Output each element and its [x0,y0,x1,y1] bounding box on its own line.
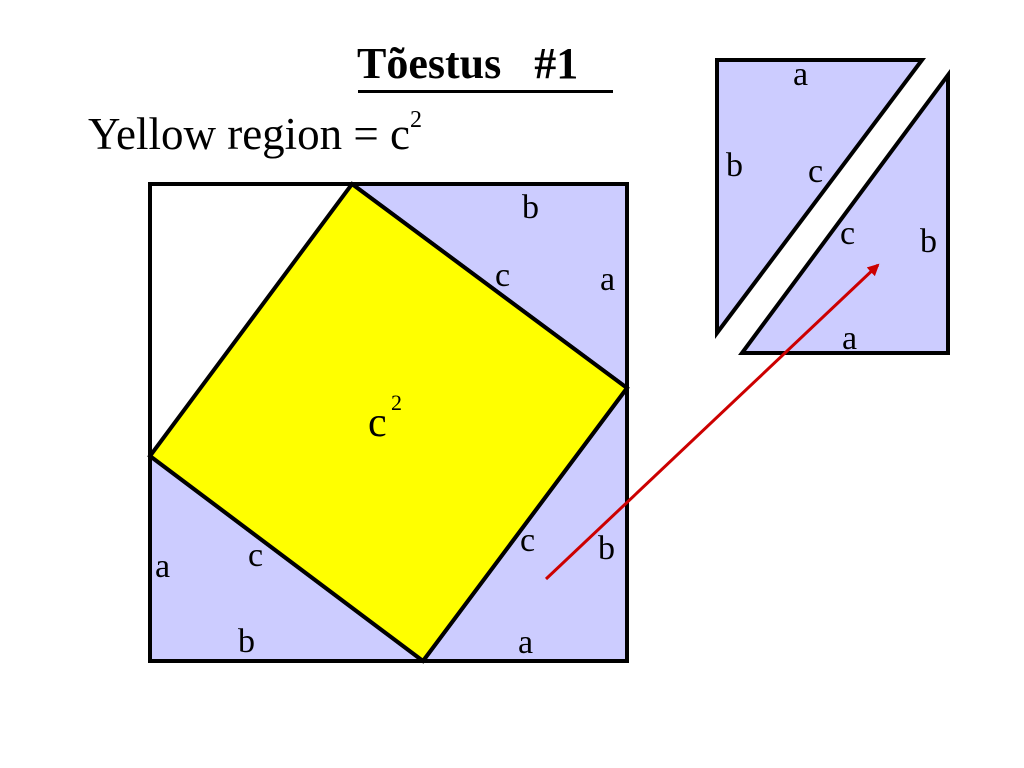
red-arrow [544,263,880,581]
label-rect-left-b: b [726,147,743,184]
label-bl-c: c [248,537,263,574]
label-tr-b: b [522,189,539,226]
label-rect-lower-c: c [840,215,855,252]
rect-lower-triangle [738,68,950,355]
label-rect-bottom-a: a [842,320,857,357]
label-rect-top-a: a [793,56,808,93]
label-tr-a: a [600,261,615,298]
rect-upper-triangle [715,58,927,339]
label-bl-b: b [238,623,255,660]
formula-exponent: 2 [410,107,423,133]
label-rect-upper-c: c [808,153,823,190]
label-bl-a: a [155,548,170,585]
center-c-exponent: 2 [391,390,402,415]
formula-text: Yellow region = c [88,109,411,159]
center-c-label: c [368,400,387,446]
label-br-b: b [598,530,615,567]
yellow-square [147,181,630,664]
label-br-a: a [518,624,533,661]
label-rect-right-b: b [920,223,937,260]
slide-title: Tõestus #1 [357,39,579,88]
label-tr-c: c [495,257,510,294]
title-underline [358,90,613,93]
label-br-c: c [520,522,535,559]
yellow-region-formula: Yellow region = c2 [88,107,423,160]
